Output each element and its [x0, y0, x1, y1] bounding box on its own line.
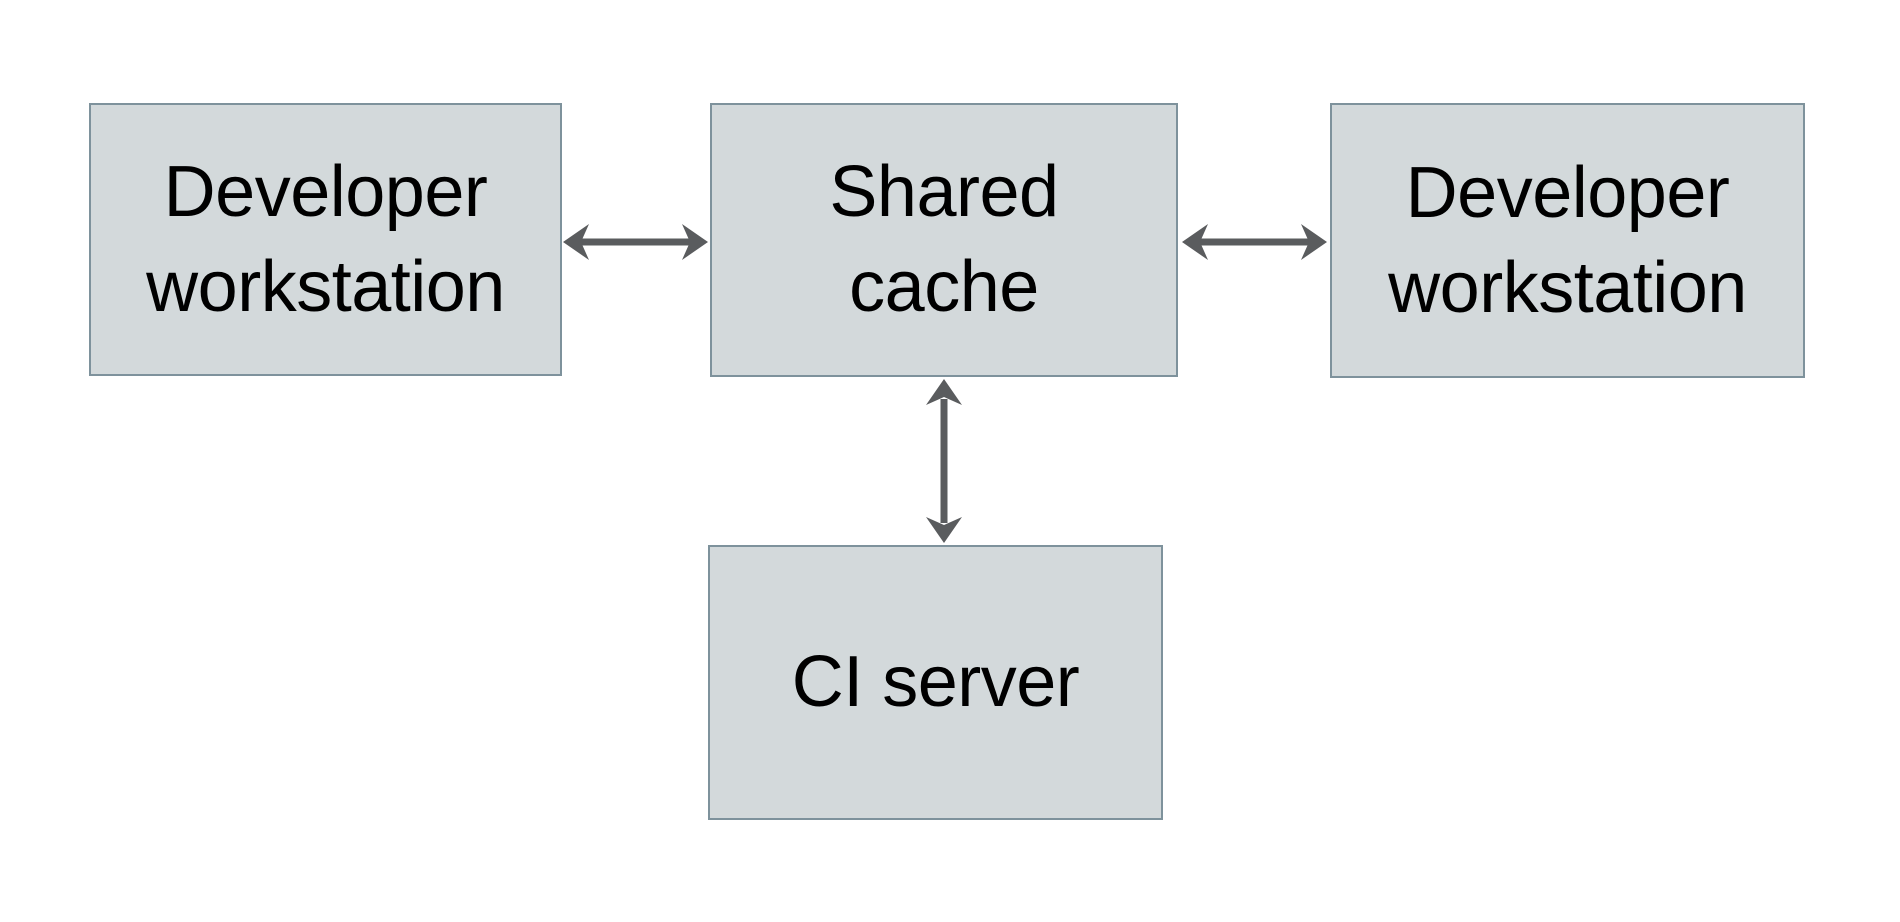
- node-ci-server: CI server: [708, 545, 1163, 820]
- node-label-line: Developer: [163, 151, 488, 232]
- node-developer-workstation-right: Developer workstation: [1330, 103, 1805, 378]
- arrowhead-down-icon: [926, 517, 962, 543]
- arrowhead-up-icon: [926, 379, 962, 405]
- node-label-line: cache: [849, 247, 1039, 327]
- node-label-line: Shared: [829, 152, 1059, 232]
- arrow-cache-devright: [1182, 224, 1327, 260]
- node-label-line: Developer: [1405, 152, 1730, 233]
- arrowhead-left-icon: [563, 224, 589, 260]
- node-developer-workstation-left: Developer workstation: [89, 103, 562, 376]
- node-label-line: workstation: [1388, 247, 1747, 328]
- arrowhead-left-icon: [1182, 224, 1208, 260]
- arrow-devleft-cache: [563, 224, 708, 260]
- arrow-cache-ci: [926, 379, 962, 543]
- arrowhead-right-icon: [1301, 224, 1327, 260]
- node-shared-cache: Shared cache: [710, 103, 1178, 377]
- node-label-line: workstation: [146, 246, 505, 327]
- arrowhead-right-icon: [682, 224, 708, 260]
- node-label-line: CI server: [791, 642, 1080, 722]
